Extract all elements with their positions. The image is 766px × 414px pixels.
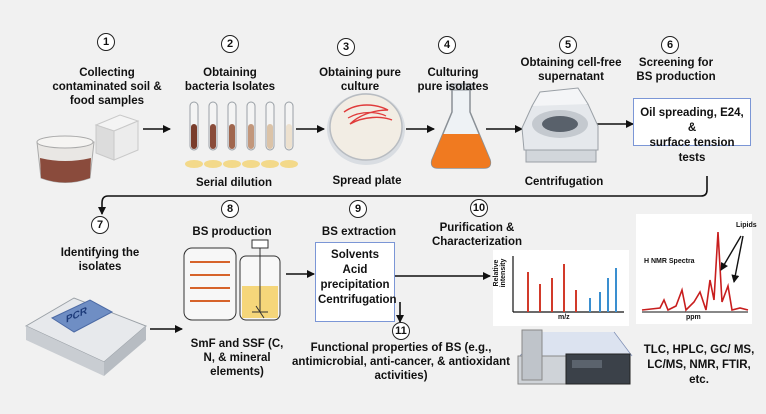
nmr-title: H NMR Spectra <box>644 258 695 265</box>
step-9-label: BS extraction <box>321 226 397 238</box>
soil-sample-icon <box>36 135 95 183</box>
tube-liquid <box>248 124 254 149</box>
step-3-number: 3 <box>337 38 355 56</box>
step-11-number: 11 <box>392 322 410 340</box>
step-10-number: 10 <box>470 199 488 217</box>
culture-dish <box>223 160 241 168</box>
step-3-label: Obtaining pure culture <box>319 67 401 93</box>
extraction-line-4: Centrifugation <box>318 294 397 306</box>
culture-dish <box>261 160 279 168</box>
serial-dilution-tubes <box>185 101 298 168</box>
step-1-number: 1 <box>97 33 115 51</box>
extraction-methods-box: Solvents Acid precipitation Centrifugati… <box>315 242 397 322</box>
flask-icon <box>430 83 492 169</box>
nmr-chart <box>636 214 752 324</box>
flow-arrows <box>98 120 708 333</box>
techniques-caption: TLC, HPLC, GC/ MS, LC/MS, NMR, FTIR, etc… <box>643 344 755 386</box>
step-6-number: 6 <box>661 36 679 54</box>
step-1-label: Collecting contaminated soil & food samp… <box>52 67 162 107</box>
centrifuge-icon <box>521 87 599 163</box>
lipids-label: Lipids <box>736 222 757 229</box>
screening-tests-box: Oil spreading, E24, & surface tension te… <box>633 98 751 164</box>
step-8-number: 8 <box>221 200 239 218</box>
tube-liquid <box>191 124 197 149</box>
mass-spec-chart <box>493 250 629 326</box>
screening-line-1: Oil spreading, E24, & <box>640 107 744 134</box>
nmr-xlabel: ppm <box>686 314 701 321</box>
ms-xlabel: m/z <box>558 314 570 321</box>
culture-dish <box>242 160 260 168</box>
extraction-line-1: Solvents <box>331 249 379 261</box>
step-11-label: Functional properties of BS (e.g., antim… <box>292 342 510 382</box>
tube-liquid <box>229 124 235 149</box>
ms-ylabel: Relative intensity <box>493 258 507 288</box>
culture-dish <box>280 160 298 168</box>
arrow-6-7 <box>98 176 708 215</box>
tube-liquid <box>286 124 292 149</box>
step-7-label: Identifying the isolates <box>60 247 140 273</box>
centrifugation-caption: Centrifugation <box>524 176 604 188</box>
tube-liquid <box>210 124 216 149</box>
bioreactor-icon <box>183 239 281 321</box>
step-4-number: 4 <box>438 36 456 54</box>
extraction-line-3: precipitation <box>320 279 390 291</box>
pcr-machine-icon <box>24 297 147 376</box>
spread-plate-caption: Spread plate <box>332 175 402 187</box>
step-9-number: 9 <box>349 200 367 218</box>
step-7-number: 7 <box>91 216 109 234</box>
step-2-number: 2 <box>221 35 239 53</box>
screening-line-2: surface tension tests <box>649 137 735 164</box>
culture-dish <box>204 160 222 168</box>
step-5-number: 5 <box>559 36 577 54</box>
extraction-line-2: Acid <box>342 264 368 276</box>
spread-plate-icon <box>327 93 405 165</box>
step-10-label: Purification & Characterization <box>431 222 523 248</box>
culture-dish <box>185 160 203 168</box>
step-6-label: Screening for BS production <box>636 57 716 83</box>
step-2-label: Obtaining bacteria Isolates <box>184 67 276 93</box>
tube-liquid <box>267 124 273 149</box>
serial-dilution-caption: Serial dilution <box>195 177 273 189</box>
step-8-label: BS production <box>192 226 272 238</box>
food-sample-icon <box>94 114 140 161</box>
step-4-label: Culturing pure isolates <box>417 67 489 93</box>
smf-ssf-caption: SmF and SSF (C, N, & mineral elements) <box>190 338 284 378</box>
hplc-instrument-icon <box>517 329 633 385</box>
step-5-label: Obtaining cell-free supernatant <box>520 57 622 83</box>
